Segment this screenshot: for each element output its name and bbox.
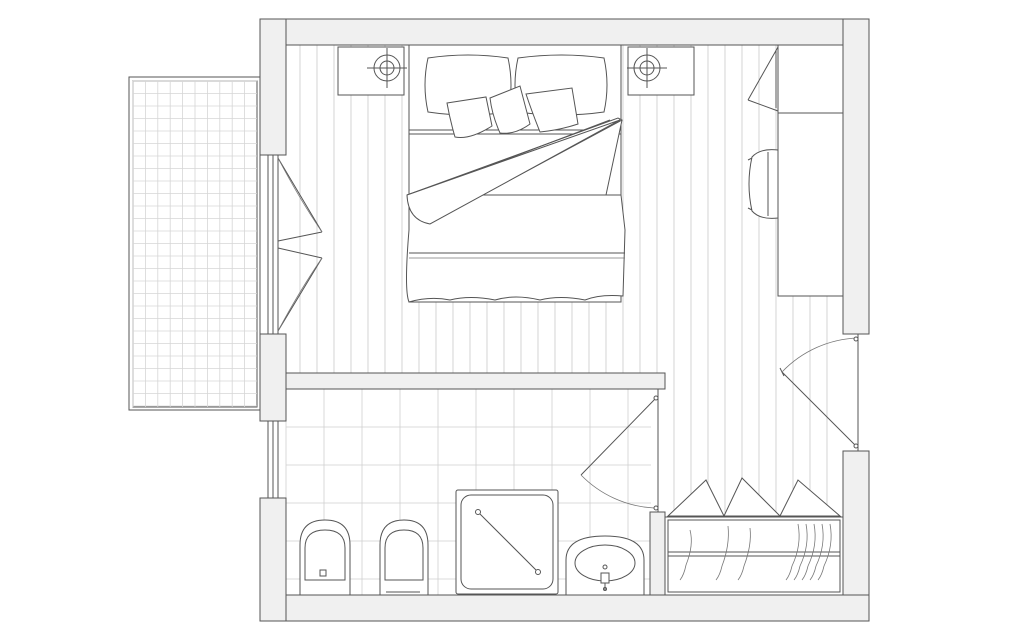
nightstand-icon: [627, 46, 695, 96]
entrance-door-icon: [779, 334, 859, 451]
balcony: [128, 76, 261, 411]
lamp-icon: [627, 48, 667, 88]
pillow-icon: [424, 54, 608, 138]
closet: [664, 477, 844, 596]
nightstand-icon: [337, 46, 407, 96]
toilet-icon: [299, 519, 351, 596]
walls: [259, 18, 870, 622]
bidet-icon: [379, 519, 429, 596]
bathroom-window-icon: [267, 420, 279, 499]
lamp-icon: [367, 48, 407, 88]
closet-door-icon: [666, 477, 842, 517]
desk-icon: [777, 112, 844, 297]
chair-icon: [747, 149, 779, 219]
shower-tray-icon: [455, 489, 559, 595]
hanger-icon: [679, 523, 832, 581]
bathroom-door-icon: [580, 389, 659, 512]
double-bed-icon: [406, 44, 626, 303]
wardrobe-icon: [747, 44, 844, 114]
balcony-double-door-icon: [267, 154, 323, 335]
washbasin-icon: [565, 535, 645, 596]
